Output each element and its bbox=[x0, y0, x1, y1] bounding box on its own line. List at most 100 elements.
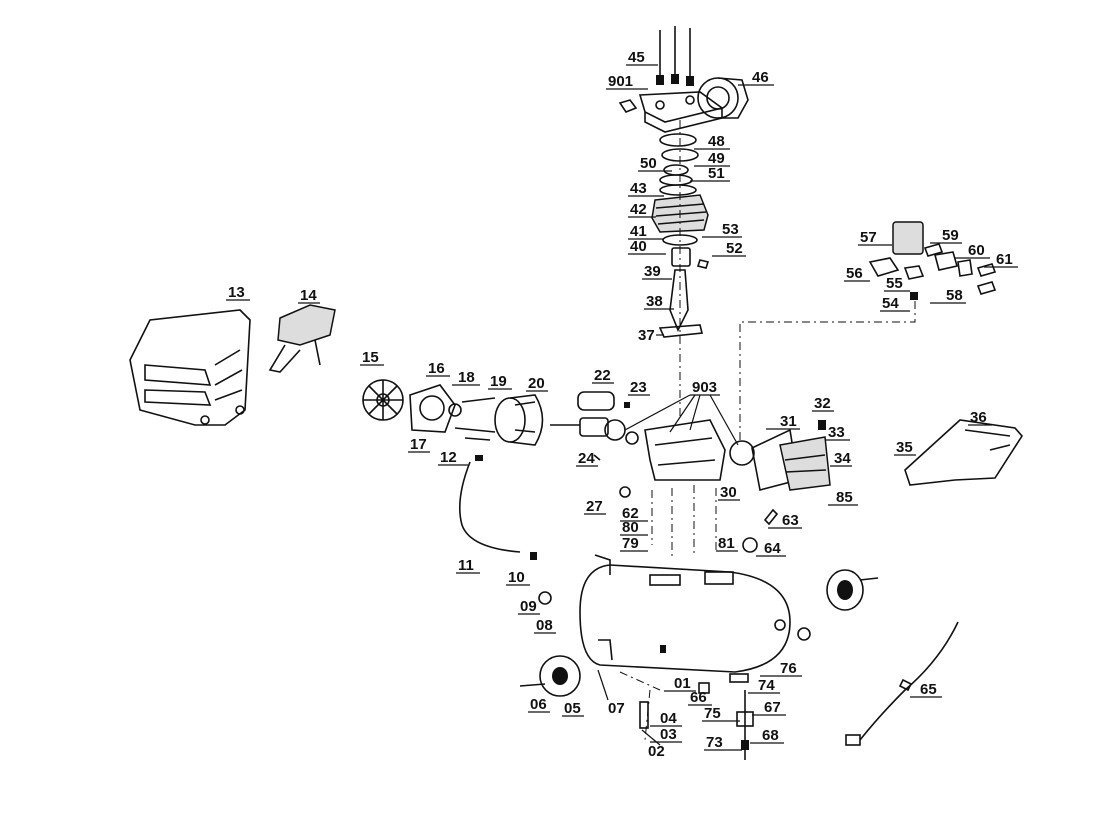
svg-text:37: 37 bbox=[638, 327, 655, 344]
svg-text:14: 14 bbox=[300, 287, 317, 304]
label-11: 11 bbox=[456, 557, 480, 574]
label-14: 14 bbox=[298, 287, 320, 304]
label-81: 81 bbox=[716, 535, 738, 552]
label-63: 63 bbox=[768, 512, 802, 529]
svg-text:27: 27 bbox=[586, 498, 603, 515]
svg-text:24: 24 bbox=[578, 450, 595, 467]
label-53: 53 bbox=[702, 221, 742, 238]
svg-text:35: 35 bbox=[896, 439, 913, 456]
label-39: 39 bbox=[642, 263, 672, 280]
svg-text:45: 45 bbox=[628, 49, 645, 66]
label-50: 50 bbox=[638, 155, 672, 172]
svg-text:20: 20 bbox=[528, 375, 545, 392]
svg-text:64: 64 bbox=[764, 540, 781, 557]
label-62: 62 bbox=[620, 505, 648, 522]
label-73: 73 bbox=[704, 734, 742, 751]
label-42: 42 bbox=[628, 201, 656, 218]
label-02: 02 bbox=[641, 729, 665, 760]
svg-text:54: 54 bbox=[882, 295, 899, 312]
label-22: 22 bbox=[592, 367, 614, 384]
label-60: 60 bbox=[954, 242, 990, 259]
label-901: 901 bbox=[606, 73, 648, 90]
label-68: 68 bbox=[750, 727, 784, 744]
label-06: 06 bbox=[528, 696, 550, 713]
svg-text:30: 30 bbox=[720, 484, 737, 501]
svg-text:40: 40 bbox=[630, 238, 647, 255]
label-41: 41 bbox=[628, 223, 664, 240]
svg-text:34: 34 bbox=[834, 450, 851, 467]
svg-text:58: 58 bbox=[946, 287, 963, 304]
air-tank bbox=[579, 554, 791, 673]
svg-text:59: 59 bbox=[942, 227, 959, 244]
svg-text:08: 08 bbox=[536, 617, 553, 634]
svg-text:48: 48 bbox=[708, 133, 725, 150]
label-56: 56 bbox=[844, 265, 870, 282]
shroud bbox=[268, 304, 336, 373]
svg-text:50: 50 bbox=[640, 155, 657, 172]
svg-text:03: 03 bbox=[660, 726, 677, 743]
svg-text:901: 901 bbox=[608, 73, 633, 90]
label-40: 40 bbox=[628, 238, 666, 255]
label-34: 34 bbox=[830, 450, 852, 467]
pressure-switch bbox=[868, 221, 997, 300]
label-05: 05 bbox=[562, 700, 584, 717]
svg-text:74: 74 bbox=[758, 677, 775, 694]
bolts-19 bbox=[454, 397, 496, 461]
svg-text:06: 06 bbox=[530, 696, 547, 713]
svg-text:68: 68 bbox=[762, 727, 779, 744]
power-cord bbox=[845, 621, 959, 746]
svg-text:75: 75 bbox=[704, 705, 721, 722]
label-61: 61 bbox=[984, 251, 1018, 268]
wheel-right bbox=[826, 569, 879, 611]
label-903: 903 bbox=[624, 379, 739, 446]
label-07: 07 bbox=[597, 669, 625, 717]
control-box bbox=[751, 420, 831, 491]
outlet-fittings bbox=[736, 690, 754, 760]
svg-text:23: 23 bbox=[630, 379, 647, 396]
svg-text:65: 65 bbox=[920, 681, 937, 698]
feet-parts bbox=[538, 486, 811, 694]
svg-text:55: 55 bbox=[886, 275, 903, 292]
svg-text:67: 67 bbox=[764, 699, 781, 716]
label-08: 08 bbox=[534, 617, 556, 634]
fan-cover bbox=[129, 309, 251, 426]
label-03: 03 bbox=[650, 726, 682, 743]
svg-text:11: 11 bbox=[458, 557, 474, 574]
svg-text:43: 43 bbox=[630, 180, 647, 197]
svg-text:52: 52 bbox=[726, 240, 743, 257]
svg-text:05: 05 bbox=[564, 700, 581, 717]
label-59: 59 bbox=[930, 227, 962, 244]
svg-text:63: 63 bbox=[782, 512, 799, 529]
label-36: 36 bbox=[968, 409, 992, 426]
part-labels: 45 46 901 48 49 50 51 43 42 41 53 52 40 … bbox=[226, 49, 1018, 760]
label-58: 58 bbox=[930, 287, 966, 304]
svg-text:18: 18 bbox=[458, 369, 475, 386]
label-04: 04 bbox=[650, 710, 682, 727]
label-30: 30 bbox=[718, 484, 740, 501]
label-37: 37 bbox=[638, 327, 664, 344]
svg-text:41: 41 bbox=[630, 223, 647, 240]
air-filter bbox=[697, 77, 749, 119]
svg-text:17: 17 bbox=[410, 436, 427, 453]
label-38: 38 bbox=[644, 293, 674, 310]
label-24: 24 bbox=[576, 450, 598, 467]
label-09: 09 bbox=[518, 598, 540, 615]
svg-text:57: 57 bbox=[860, 229, 877, 246]
label-19: 19 bbox=[488, 373, 512, 390]
svg-text:36: 36 bbox=[970, 409, 987, 426]
svg-text:07: 07 bbox=[608, 700, 625, 717]
label-17: 17 bbox=[408, 436, 430, 453]
svg-text:04: 04 bbox=[660, 710, 677, 727]
svg-text:81: 81 bbox=[718, 535, 735, 552]
gaskets-and-plates bbox=[651, 133, 710, 338]
label-79: 79 bbox=[620, 535, 648, 552]
rotor-shaft bbox=[550, 391, 639, 461]
label-54: 54 bbox=[880, 295, 910, 312]
label-46: 46 bbox=[738, 69, 774, 86]
label-67: 67 bbox=[752, 699, 786, 716]
studs bbox=[651, 485, 717, 560]
svg-text:22: 22 bbox=[594, 367, 611, 384]
svg-text:01: 01 bbox=[674, 675, 691, 692]
label-80: 80 bbox=[620, 519, 648, 536]
